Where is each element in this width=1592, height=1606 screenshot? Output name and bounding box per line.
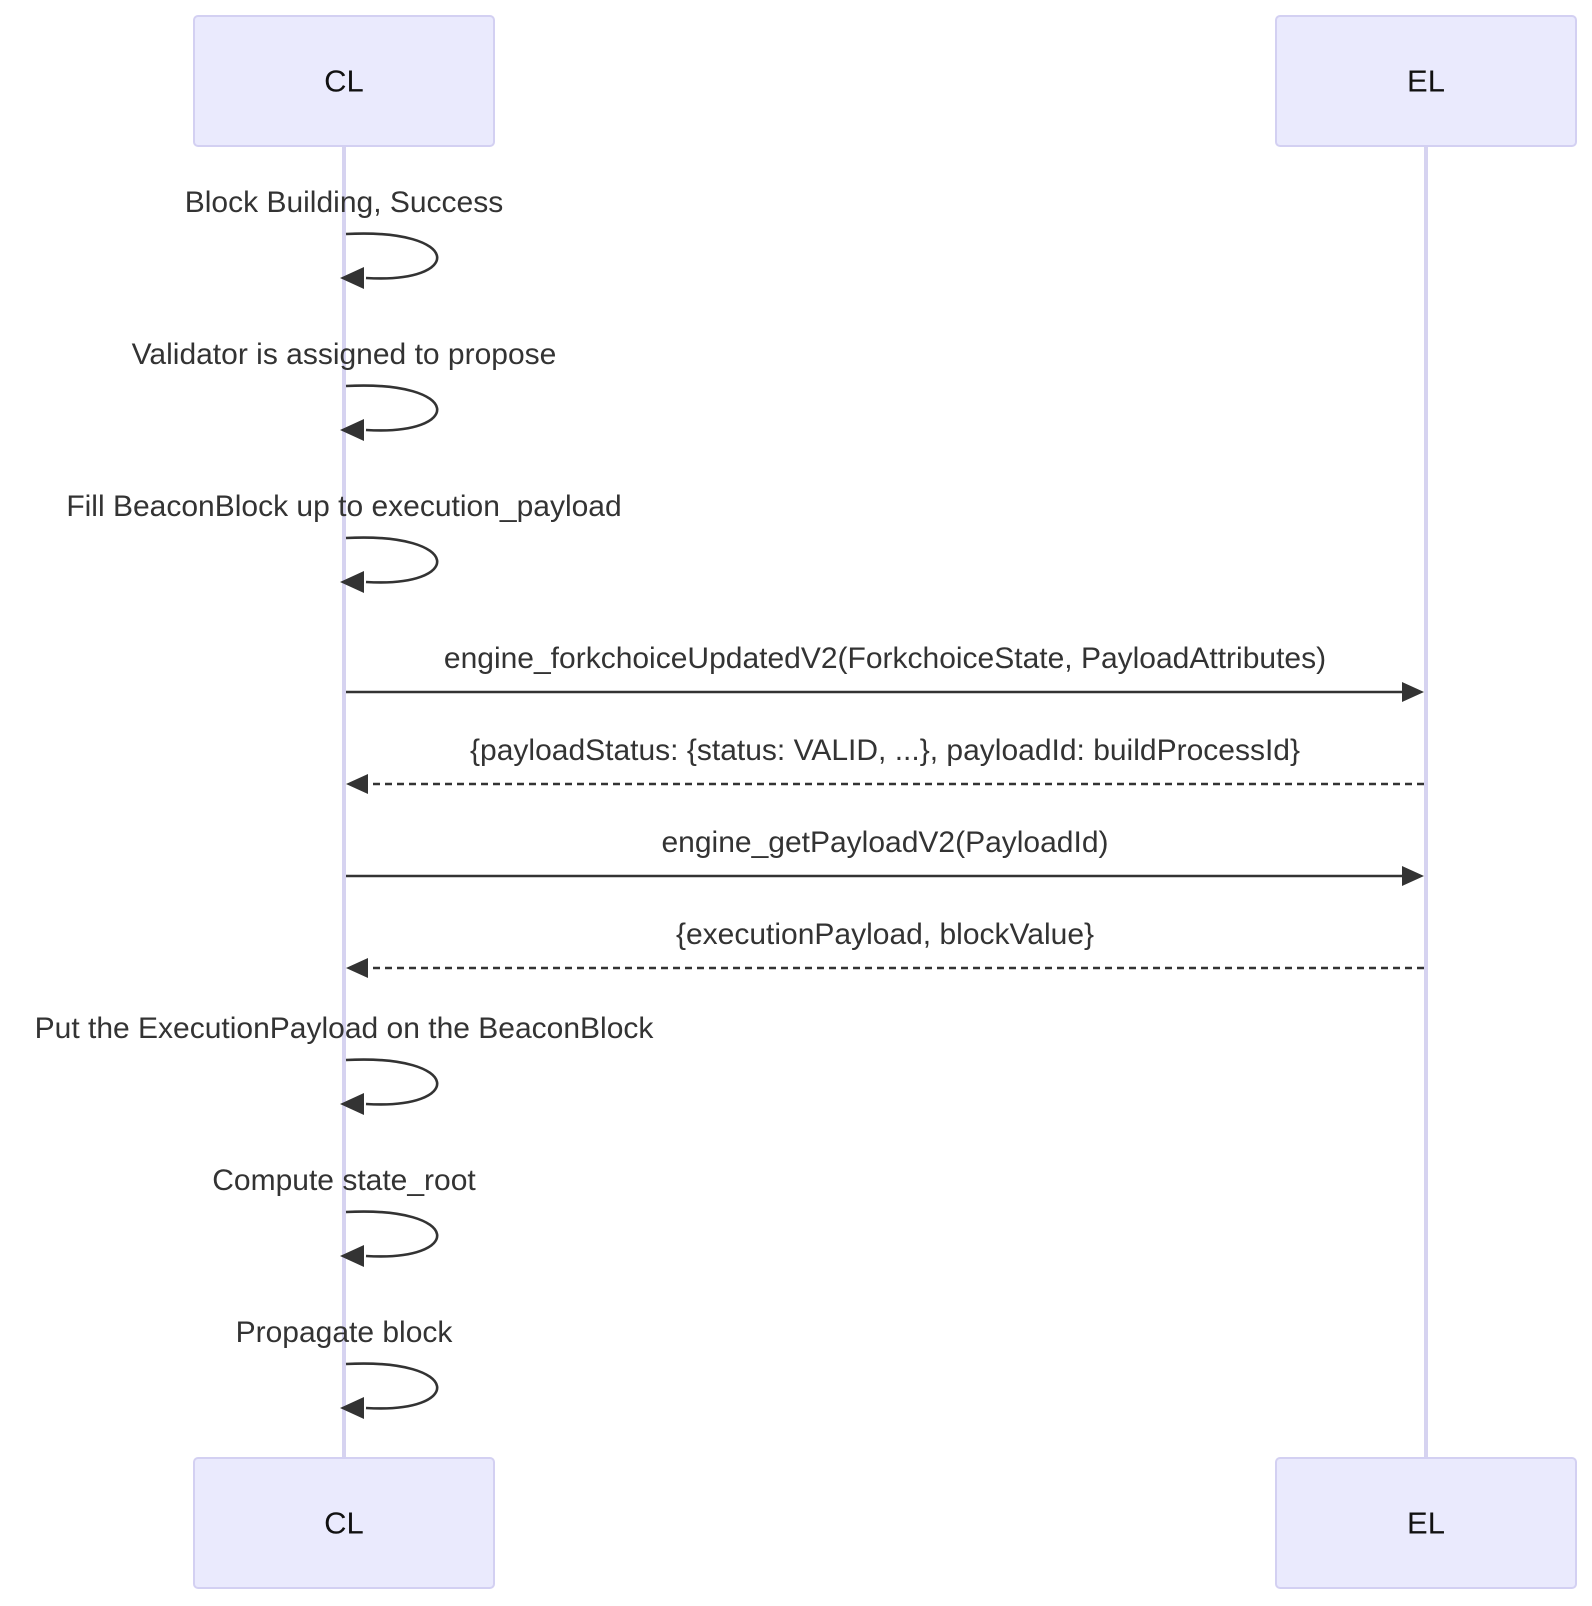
self-arrow-line	[345, 1210, 439, 1258]
self-message: Put the ExecutionPayload on the BeaconBl…	[35, 1012, 655, 1115]
participant-box	[193, 1457, 495, 1589]
message-label: Compute state_root	[212, 1164, 476, 1197]
self-message: Fill BeaconBlock up to execution_payload	[66, 490, 622, 593]
participant-label: EL	[1407, 64, 1445, 99]
message-label: {executionPayload, blockValue}	[676, 918, 1094, 951]
participant-label: CL	[324, 1506, 364, 1541]
message-label: Validator is assigned to propose	[132, 338, 557, 371]
message-label: Propagate block	[236, 1316, 454, 1349]
participant-cl-top: CL	[193, 15, 495, 147]
self-arrow-line	[345, 1058, 439, 1106]
message: {payloadStatus: {status: VALID, ...}, pa…	[346, 734, 1424, 794]
participants: CL EL CL EL	[193, 15, 1577, 1589]
lifelines	[342, 146, 1428, 1458]
participant-box	[193, 15, 495, 147]
message-label: Fill BeaconBlock up to execution_payload	[66, 490, 621, 523]
participant-cl-bottom: CL	[193, 1457, 495, 1589]
arrowhead	[340, 571, 364, 593]
message-label: Block Building, Success	[185, 186, 504, 219]
self-arrow-line	[345, 232, 439, 280]
arrowhead	[340, 267, 364, 289]
message-label: engine_getPayloadV2(PayloadId)	[662, 826, 1109, 859]
arrowhead	[340, 419, 364, 441]
participant-label: CL	[324, 64, 364, 99]
message-label: engine_forkchoiceUpdatedV2(ForkchoiceSta…	[444, 642, 1326, 675]
self-arrow-line	[345, 1362, 439, 1410]
message: {executionPayload, blockValue}	[346, 918, 1424, 978]
message: engine_forkchoiceUpdatedV2(ForkchoiceSta…	[346, 642, 1424, 702]
participant-el-top: EL	[1275, 15, 1577, 147]
participant-box	[1275, 1457, 1577, 1589]
arrowhead	[346, 774, 368, 794]
message-label: {payloadStatus: {status: VALID, ...}, pa…	[470, 734, 1300, 767]
message: engine_getPayloadV2(PayloadId)	[346, 826, 1424, 886]
self-message: Propagate block	[236, 1316, 454, 1419]
self-arrow-line	[345, 384, 439, 432]
participant-box	[1275, 15, 1577, 147]
self-arrow-line	[345, 536, 439, 584]
arrowhead	[346, 958, 368, 978]
arrowhead	[1402, 866, 1424, 886]
participant-el-bottom: EL	[1275, 1457, 1577, 1589]
self-message: Compute state_root	[212, 1164, 476, 1267]
arrowhead	[340, 1093, 364, 1115]
participant-label: EL	[1407, 1506, 1445, 1541]
arrowhead	[340, 1397, 364, 1419]
self-message: Block Building, Success	[185, 186, 504, 289]
arrowhead	[340, 1245, 364, 1267]
message-label: Put the ExecutionPayload on the BeaconBl…	[35, 1012, 655, 1045]
arrowhead	[1402, 682, 1424, 702]
self-message: Validator is assigned to propose	[132, 338, 557, 441]
